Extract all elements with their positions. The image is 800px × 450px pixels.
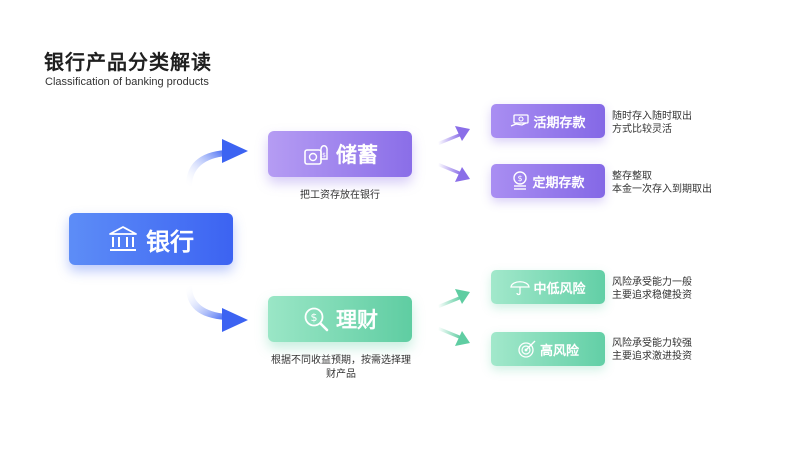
bank-icon bbox=[108, 225, 138, 253]
fixed-deposit-label: 定期存款 bbox=[532, 175, 585, 191]
finance-caption-line-1: 根据不同收益预期，按需选择理 bbox=[271, 355, 411, 366]
demand-deposit-label: 活期存款 bbox=[533, 115, 586, 131]
arrow-root-to-savings bbox=[186, 150, 226, 186]
low-risk-label: 中低风险 bbox=[533, 281, 586, 297]
leaf-node-fixed-deposit: $ 定期存款 bbox=[491, 164, 605, 198]
low-risk-desc-line-1: 风险承受能力一般 bbox=[612, 277, 692, 288]
fixed-deposit-desc-line-1: 整存整取 bbox=[612, 171, 652, 182]
coin-stack-icon: $ bbox=[511, 171, 529, 191]
umbrella-icon bbox=[510, 278, 531, 296]
money-safe-icon: $ bbox=[302, 141, 330, 167]
demand-deposit-desc-line-2: 方式比较灵活 bbox=[612, 124, 672, 135]
savings-caption: 把工资存放在银行 bbox=[300, 190, 380, 201]
leaf-node-demand-deposit: 活期存款 bbox=[491, 104, 605, 138]
fixed-deposit-desc: 整存整取 本金一次存入到期取出 bbox=[612, 170, 712, 196]
branch-node-finance: $ 理财 bbox=[268, 296, 412, 342]
svg-text:$: $ bbox=[322, 152, 326, 159]
arrow-savings-to-demand bbox=[438, 126, 470, 145]
root-node-bank: 银行 bbox=[69, 213, 233, 265]
branch-node-savings: $ 储蓄 bbox=[268, 131, 412, 177]
target-icon bbox=[517, 339, 537, 359]
high-risk-label: 高风险 bbox=[539, 343, 579, 359]
finance-label: 理财 bbox=[336, 308, 378, 332]
low-risk-desc: 风险承受能力一般 主要追求稳健投资 bbox=[612, 276, 692, 302]
finance-caption: 根据不同收益预期，按需选择理 财产品 bbox=[262, 354, 420, 382]
high-risk-desc-line-2: 主要追求激进投资 bbox=[612, 351, 692, 362]
svg-text:$: $ bbox=[311, 311, 318, 324]
page-subtitle: Classification of banking products bbox=[45, 76, 209, 88]
finance-caption-line-2: 财产品 bbox=[326, 369, 356, 380]
leaf-node-high-risk: 高风险 bbox=[491, 332, 605, 366]
high-risk-desc-line-1: 风险承受能力较强 bbox=[612, 338, 692, 349]
page-title: 银行产品分类解读 bbox=[44, 50, 212, 74]
arrow-finance-to-low-risk bbox=[438, 289, 470, 308]
arrow-savings-to-fixed bbox=[438, 163, 470, 182]
arrow-root-to-finance bbox=[186, 286, 226, 320]
demand-deposit-desc: 随时存入随时取出 方式比较灵活 bbox=[612, 110, 692, 136]
root-node-label: 银行 bbox=[146, 227, 194, 256]
demand-deposit-desc-line-1: 随时存入随时取出 bbox=[612, 111, 692, 122]
savings-label: 储蓄 bbox=[336, 143, 378, 167]
fixed-deposit-desc-line-2: 本金一次存入到期取出 bbox=[612, 184, 712, 195]
low-risk-desc-line-2: 主要追求稳健投资 bbox=[612, 290, 692, 301]
cash-hand-icon bbox=[510, 113, 530, 129]
leaf-node-low-risk: 中低风险 bbox=[491, 270, 605, 304]
money-search-icon: $ bbox=[302, 305, 330, 333]
svg-text:$: $ bbox=[518, 174, 523, 183]
arrow-finance-to-high-risk bbox=[438, 327, 470, 346]
high-risk-desc: 风险承受能力较强 主要追求激进投资 bbox=[612, 337, 692, 363]
